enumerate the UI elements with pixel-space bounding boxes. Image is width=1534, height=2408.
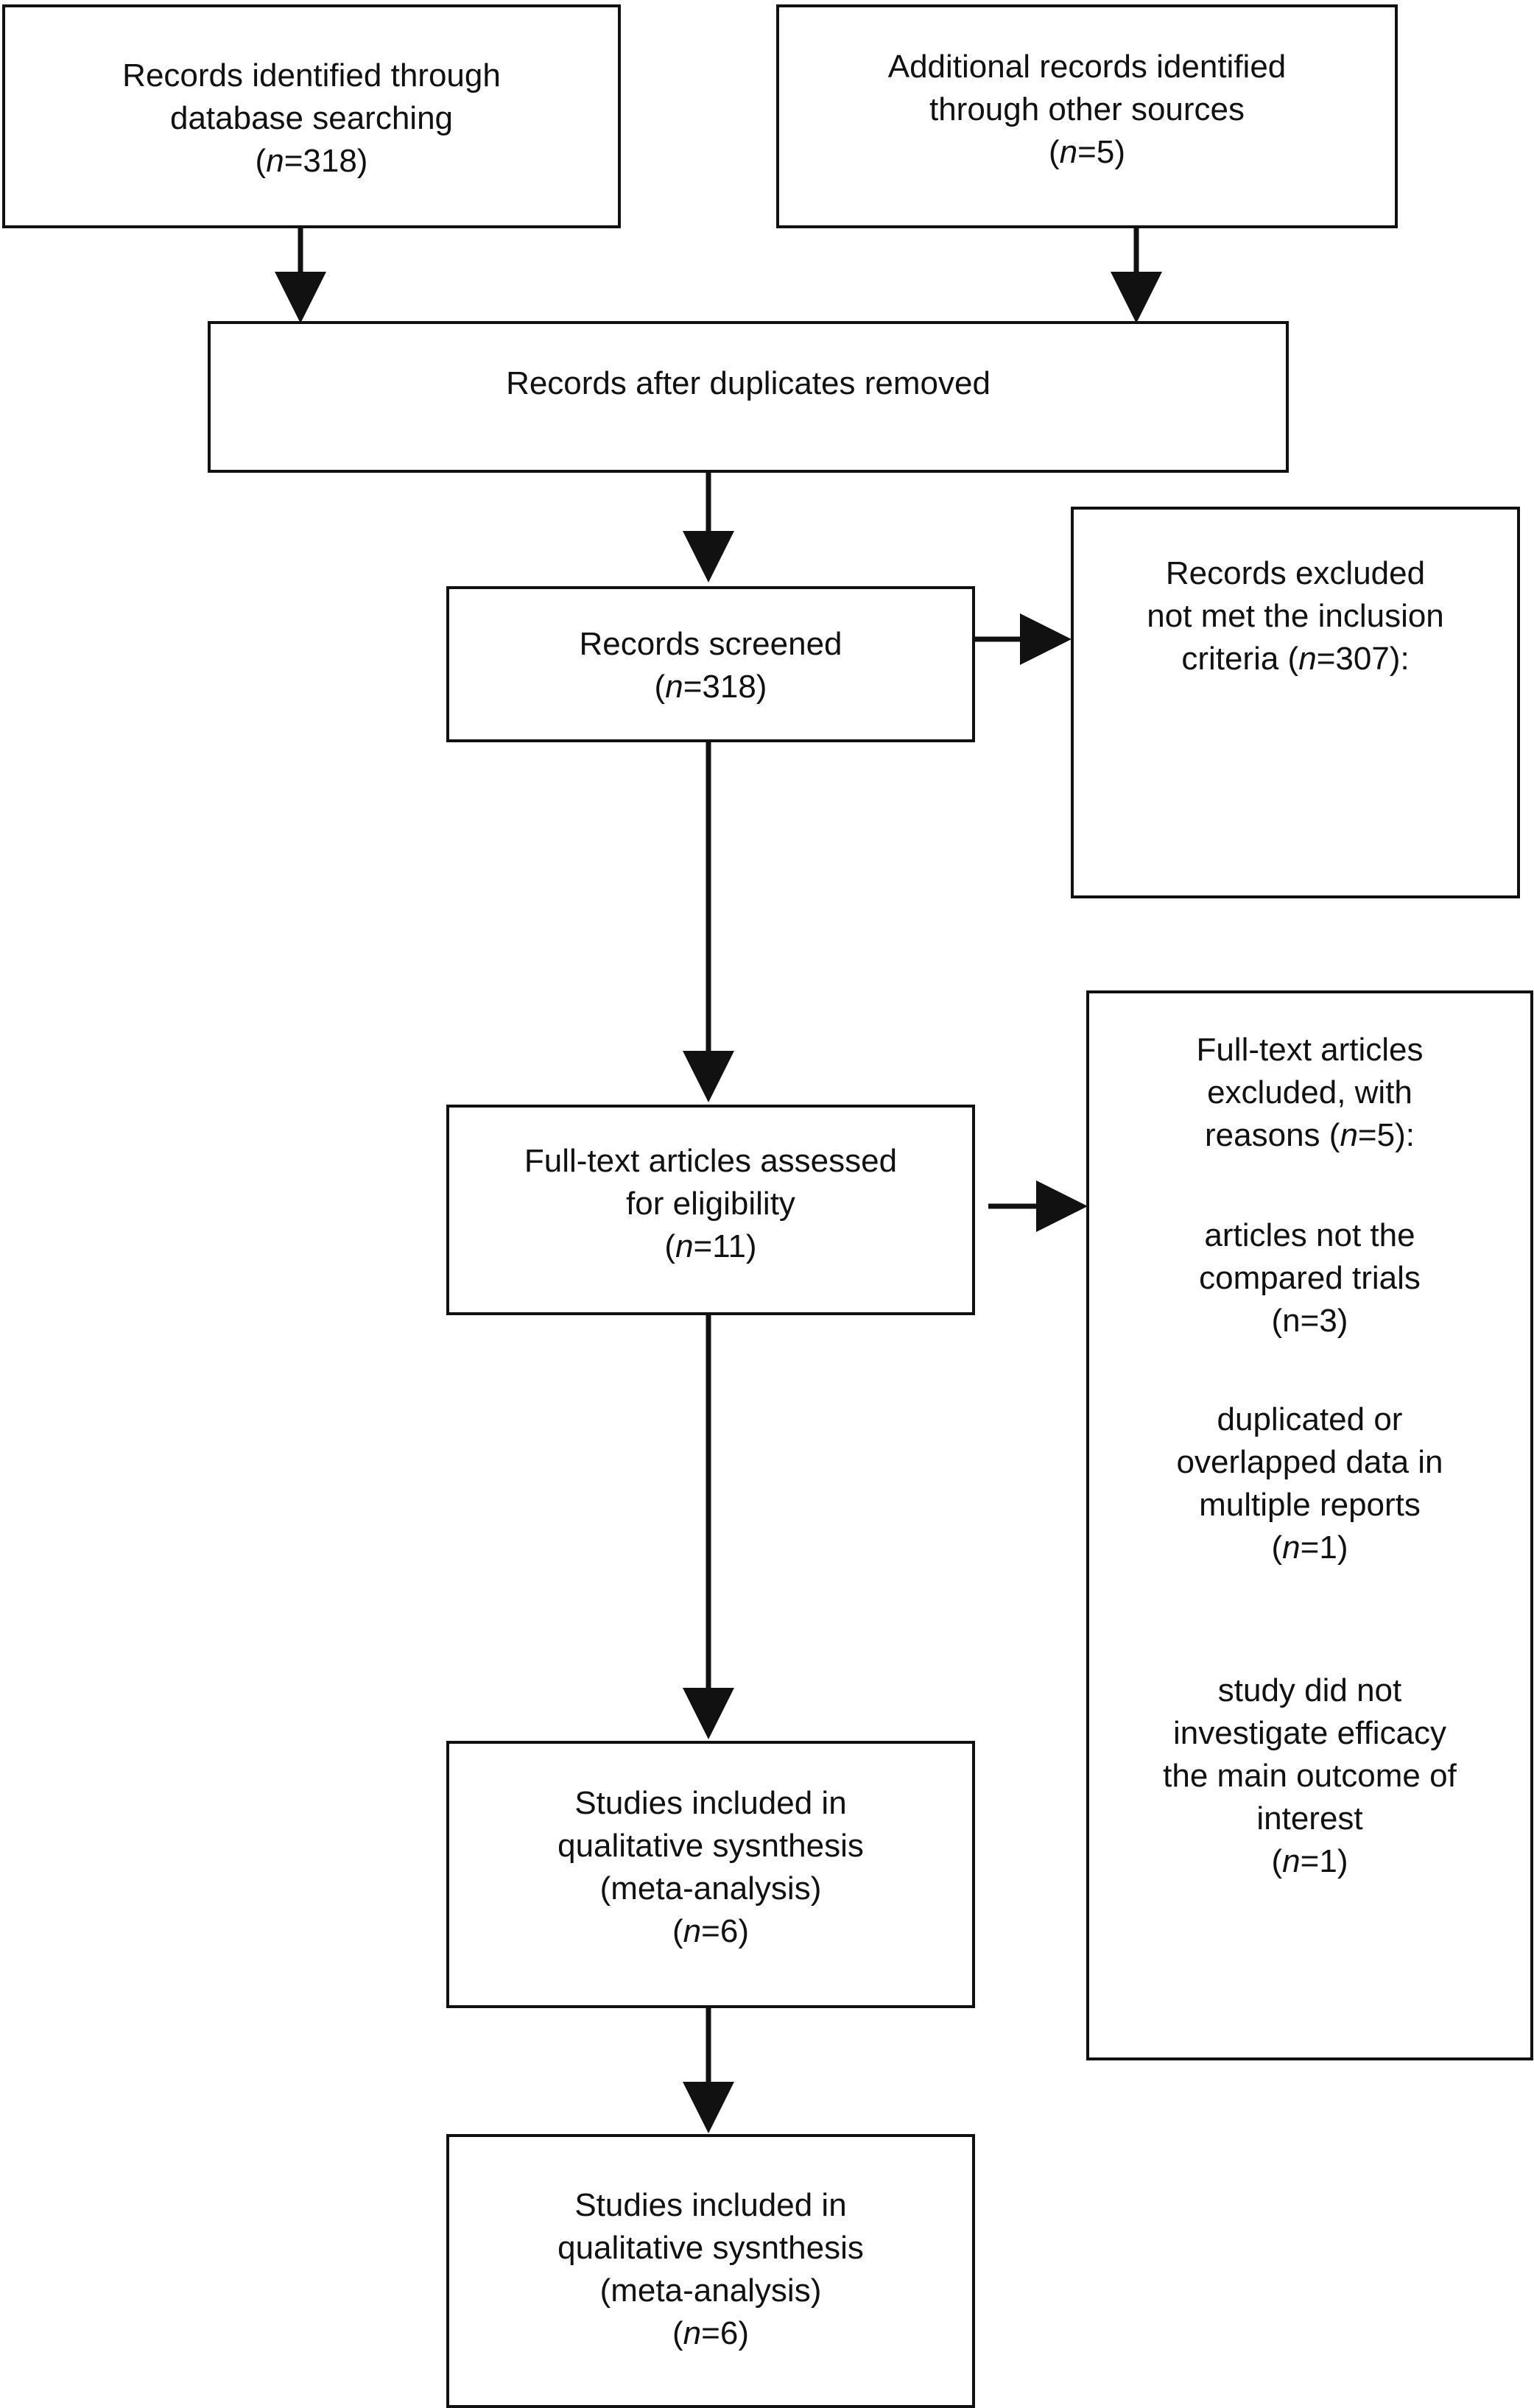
reason-text: overlapped data in [1176, 1444, 1443, 1480]
records-screened-box: Records screened (n=318) [446, 586, 975, 742]
records-identified-database-box: Records identified through database sear… [2, 4, 621, 228]
count-label: (n=318) [654, 669, 767, 705]
box-text: (meta-analysis) [599, 2273, 822, 2309]
full-text-excluded-box: Full-text articles excluded, with reason… [1086, 990, 1533, 2060]
box-text: qualitative sysnthesis [557, 2230, 864, 2266]
count-label: (n=11) [664, 1228, 757, 1264]
box-text: qualitative sysnthesis [557, 1828, 864, 1864]
reason-count: (n=1) [1271, 1529, 1348, 1566]
count-label: criteria (n=307): [1181, 641, 1410, 677]
reason-text: interest [1256, 1800, 1363, 1837]
reason-text: articles not the [1204, 1217, 1415, 1253]
box-text: not met the inclusion [1147, 598, 1444, 634]
records-after-duplicates-box: Records after duplicates removed [208, 321, 1289, 473]
count-label: (n=6) [672, 2315, 749, 2351]
box-text: Records identified through [122, 57, 501, 94]
box-text: through other sources [929, 91, 1245, 127]
box-text: (meta-analysis) [599, 1870, 822, 1907]
box-text: for eligibility [626, 1186, 795, 1222]
studies-included-qualitative-box: Studies included in qualitative sysnthes… [446, 1741, 975, 2008]
count-label: (n=5) [1049, 134, 1125, 170]
reason-text: duplicated or [1217, 1401, 1403, 1437]
box-text: Records screened [579, 626, 842, 662]
records-identified-other-box: Additional records identified through ot… [776, 4, 1398, 228]
reason-text: investigate efficacy [1173, 1715, 1446, 1751]
studies-included-meta-analysis-box: Studies included in qualitative sysnthes… [446, 2134, 975, 2408]
count-label: (n=6) [672, 1913, 749, 1949]
box-text: Records after duplicates removed [506, 365, 991, 401]
box-text: Studies included in [574, 2187, 847, 2223]
box-text: Additional records identified [887, 49, 1287, 85]
box-text: Full-text articles [1196, 1032, 1424, 1068]
box-text: Records excluded [1165, 555, 1426, 591]
reason-text: compared trials [1199, 1260, 1421, 1296]
reason-count: (n=3) [1271, 1303, 1348, 1339]
box-text: excluded, with [1207, 1074, 1412, 1110]
reason-text: study did not [1217, 1672, 1402, 1708]
count-label: reasons (n=5): [1205, 1117, 1415, 1153]
reason-text: the main outcome of [1163, 1758, 1457, 1794]
box-text: Studies included in [574, 1785, 847, 1821]
reason-count: (n=1) [1271, 1843, 1348, 1879]
full-text-assessed-box: Full-text articles assessed for eligibil… [446, 1105, 975, 1315]
records-excluded-box: Records excluded not met the inclusion c… [1071, 507, 1520, 898]
reason-text: multiple reports [1199, 1487, 1421, 1523]
box-text: Full-text articles assessed [524, 1143, 898, 1179]
box-text: database searching [169, 100, 454, 136]
count-label: (n=318) [255, 143, 368, 179]
